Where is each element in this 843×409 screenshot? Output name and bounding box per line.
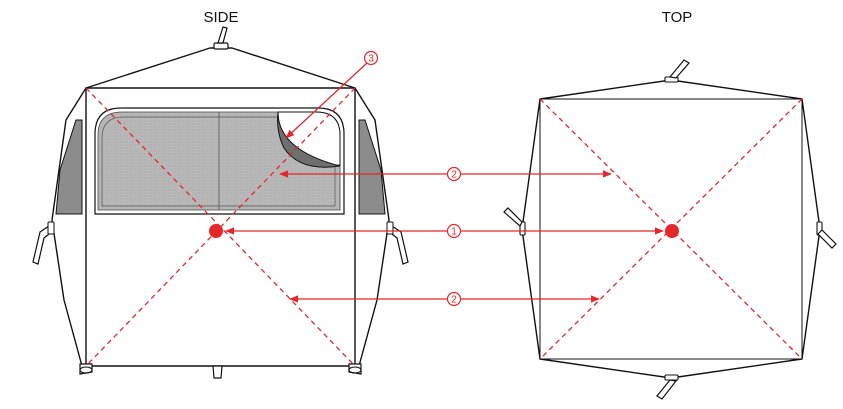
side-left-panel (55, 119, 83, 215)
side-view (32, 26, 409, 379)
side-right-panel (358, 119, 386, 215)
dimension-2-lower: 2 (289, 291, 600, 307)
dimension-1-center: 1 (225, 223, 664, 239)
side-view-label: SIDE (203, 9, 238, 26)
dimension-2-upper: 2 (279, 166, 612, 182)
top-hub-north-icon (664, 59, 690, 83)
side-foot-center-icon (212, 365, 223, 379)
side-roof-outline (85, 47, 356, 89)
side-right-wing (354, 87, 390, 367)
side-center-hub (209, 224, 223, 238)
top-hub-south-icon (656, 374, 679, 400)
top-view-label: TOP (662, 9, 693, 26)
side-left-hub-icon (32, 221, 55, 265)
callout-1-label: 1 (451, 227, 457, 238)
side-foot-right-icon (348, 363, 362, 375)
top-view (503, 59, 837, 400)
side-right-hub-icon (386, 221, 409, 265)
callout-1-circle (446, 223, 462, 239)
callout-2-upper-circle (446, 166, 462, 182)
top-hub-east-icon (816, 221, 837, 249)
callout-2-lower-label: 2 (451, 295, 457, 306)
callout-2-lower-circle (446, 291, 462, 307)
arrow-3-leader (285, 62, 368, 139)
side-top-hub-icon (213, 26, 229, 50)
side-foot-left-icon (79, 363, 93, 375)
top-center-hub (665, 224, 679, 238)
callout-3-circle (363, 50, 379, 66)
side-left-wing (51, 87, 87, 367)
callout-3-label: 3 (368, 54, 374, 65)
callout-2-upper-label: 2 (451, 170, 457, 181)
dimension-3-callout: 3 (285, 50, 379, 139)
side-window (94, 107, 345, 215)
